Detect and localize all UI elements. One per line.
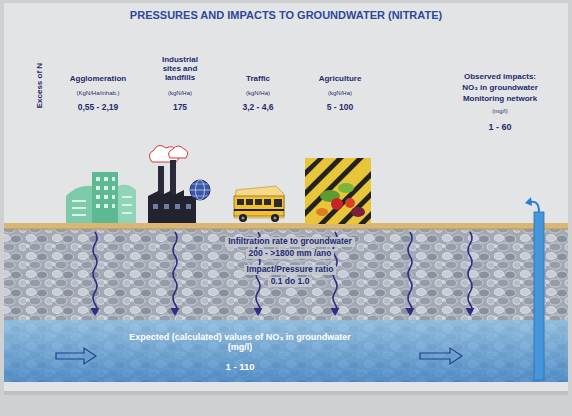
value-range: 1 - 60 xyxy=(488,122,511,132)
groundwater-band: Expected (calculated) values of NO₃ in g… xyxy=(4,320,568,382)
band-heading: Infiltration rate to groundwater xyxy=(225,237,355,247)
unit-label: (kgN/Ha) xyxy=(328,90,352,97)
unit-label: (kgN/Ha) xyxy=(168,90,192,97)
source-name: Industrial sites and landfills xyxy=(152,56,208,83)
value-range: 0,55 - 2,19 xyxy=(78,103,119,113)
band-heading: Expected (calculated) values of NO₃ in g… xyxy=(120,332,360,353)
unit-label: (mg/l) xyxy=(492,108,507,115)
source-name: Traffic xyxy=(246,74,270,83)
axis-label: Excess of N xyxy=(35,63,44,108)
unit-label: (KgN/Ha/inhab.) xyxy=(76,90,119,97)
band-value: 1 - 110 xyxy=(225,362,254,373)
band-value: 0.1 do 1.0 xyxy=(268,277,313,287)
unit-label: (kgN/Ha) xyxy=(246,90,270,97)
value-range: 175 xyxy=(173,103,187,113)
value-range: 5 - 100 xyxy=(327,103,353,113)
source-name: Agglomeration xyxy=(70,74,126,83)
unsaturated-zone-band: Infiltration rate to groundwater 200 - >1… xyxy=(4,228,568,320)
impact-heading: Monitoring network xyxy=(463,94,537,103)
band-heading: Impact/Pressure ratio xyxy=(244,265,337,275)
impact-heading: Observed impacts: xyxy=(464,72,536,81)
source-name: Agriculture xyxy=(319,74,362,83)
band-value: 200 - >1800 mm /ano xyxy=(246,249,335,259)
title: PRESSURES AND IMPACTS TO GROUNDWATER (NI… xyxy=(130,9,442,22)
impact-heading: NO₃ in groundwater xyxy=(462,83,538,92)
value-range: 3,2 - 4,6 xyxy=(242,103,273,113)
